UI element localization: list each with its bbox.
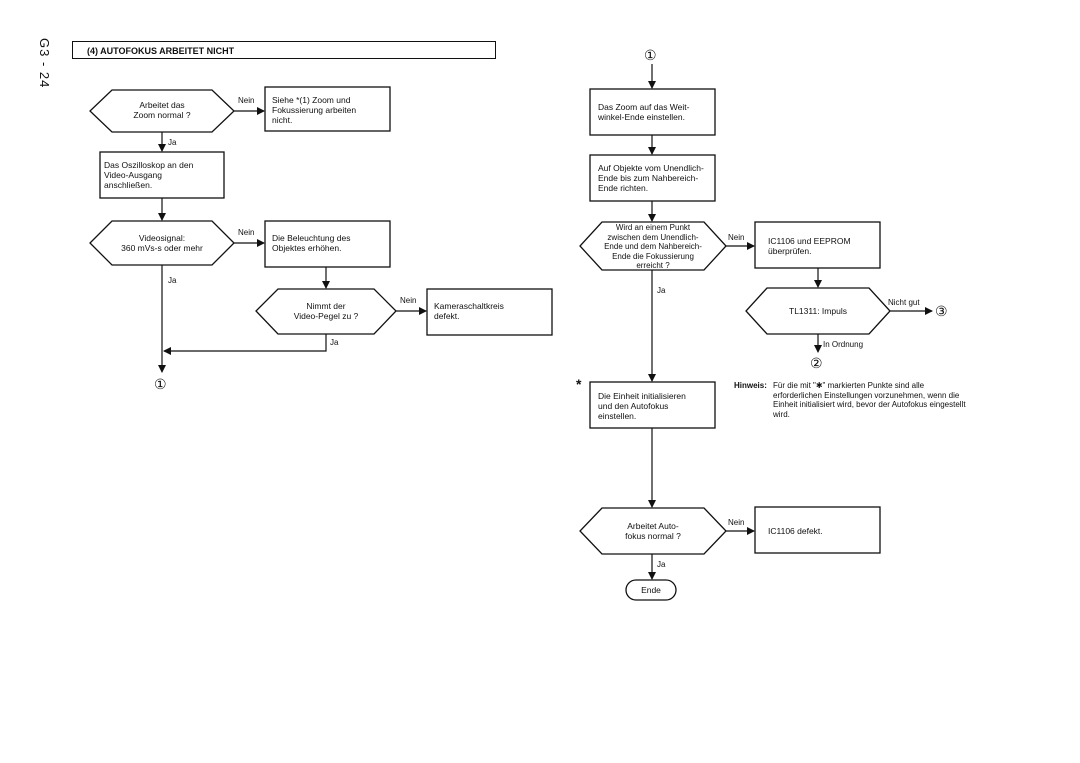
edge-label-ja: Ja xyxy=(168,276,177,285)
ic-eeprom-step: IC1106 und EEPROM überprüfen. xyxy=(768,236,851,256)
edge-label-nein: Nein xyxy=(728,518,745,527)
edge-label-in-ordnung: In Ordnung xyxy=(823,340,864,349)
edge-label-nein: Nein xyxy=(238,96,255,105)
zoom-decision: Arbeitet das Zoom normal ? xyxy=(133,100,191,120)
edge-label-ja: Ja xyxy=(330,338,339,347)
initialisieren-step: Die Einheit initialisieren und den Autof… xyxy=(598,391,686,421)
video-decision: Videosignal: 360 mVs-s oder mehr xyxy=(121,233,203,253)
hint-label: Hinweis: xyxy=(734,381,767,390)
edge-label-nein: Nein xyxy=(728,233,745,242)
oszi-step: Das Oszilloskop an den Video-Ausgang ans… xyxy=(104,160,194,190)
ic-defekt-step: IC1106 defekt. xyxy=(768,526,823,536)
objekte-box xyxy=(589,154,716,202)
connector-2: ② xyxy=(810,355,823,371)
weitwinkel-step: Das Zoom auf das Weit- winkel-Ende einst… xyxy=(598,102,690,122)
objekte-step: Auf Objekte vom Unendlich- Ende bis zum … xyxy=(598,163,704,193)
edge-label-ja: Ja xyxy=(168,138,177,147)
tl1311-decision-shape xyxy=(745,287,891,335)
beleuchtung-box xyxy=(264,220,391,268)
section-title: (4) AUTOFOKUS ARBEITET NICHT xyxy=(72,41,496,59)
ende-terminal xyxy=(625,579,677,601)
autofokus-decision-shape xyxy=(579,507,727,555)
hint-text: Für die mit "✱" markierten Punkte sind a… xyxy=(773,381,966,419)
edge-label-nicht-gut: Nicht gut xyxy=(888,298,920,307)
connector-1-right: ① xyxy=(644,47,657,63)
ende-terminal-label: Ende xyxy=(641,585,661,595)
edge-label-ja: Ja xyxy=(657,560,666,569)
connector-1-left: ① xyxy=(154,376,167,392)
star-marker: * xyxy=(576,376,582,392)
tl1311-decision: TL1311: Impuls xyxy=(789,306,847,316)
zoom-decision-shape xyxy=(89,89,235,133)
siehe-box xyxy=(264,86,391,132)
punkt-decision-shape xyxy=(579,221,727,271)
ic-defekt-box xyxy=(754,506,881,554)
kamera-box xyxy=(426,288,553,336)
edge-label-ja: Ja xyxy=(657,286,666,295)
pegel-decision: Nimmt der Video-Pegel zu ? xyxy=(293,301,359,321)
punkt-decision: Wird an einem Punkt zwischen dem Unendli… xyxy=(604,223,702,270)
pegel-decision-shape xyxy=(255,288,397,335)
autofokus-decision: Arbeitet Auto- fokus normal ? xyxy=(625,521,681,541)
connector-3: ③ xyxy=(935,303,948,319)
edge-label-nein: Nein xyxy=(400,296,417,305)
weitwinkel-box xyxy=(589,88,716,136)
siehe-step: Siehe *(1) Zoom und Fokussierung arbeite… xyxy=(272,95,357,125)
beleuchtung-step: Die Beleuchtung des Objektes erhöhen. xyxy=(272,233,351,253)
oszi-box xyxy=(99,151,225,199)
kamera-step: Kameraschaltkreis defekt. xyxy=(434,301,504,321)
edge-label-nein: Nein xyxy=(238,228,255,237)
video-decision-shape xyxy=(89,220,235,266)
